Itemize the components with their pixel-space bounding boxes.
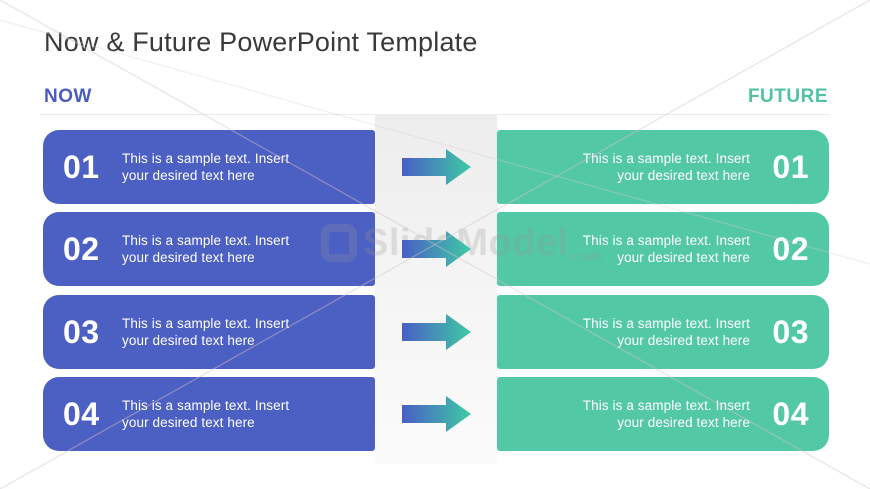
right-arrow-icon — [402, 149, 471, 185]
future-row-3-number: 03 — [772, 314, 809, 350]
text-line-1: This is a sample text. Insert — [122, 151, 290, 166]
slide-title: Now & Future PowerPoint Template — [44, 27, 478, 57]
text-line-1: This is a sample text. Insert — [582, 398, 750, 413]
text-line-1: This is a sample text. Insert — [122, 316, 290, 331]
future-row-2-number: 02 — [772, 231, 809, 267]
text-line-1: This is a sample text. Insert — [122, 398, 290, 413]
now-row-2-text: This is a sample text. Insert your desir… — [122, 232, 363, 266]
now-row-1-number: 01 — [63, 149, 100, 185]
text-line-1: This is a sample text. Insert — [582, 151, 750, 166]
now-row-4-text: This is a sample text. Insert your desir… — [122, 397, 363, 431]
text-line-2: your desired text here — [122, 415, 255, 430]
text-line-2: your desired text here — [617, 333, 750, 348]
now-row-1: 01 This is a sample text. Insert your de… — [43, 130, 375, 204]
text-line-2: your desired text here — [617, 415, 750, 430]
future-row-1-text: This is a sample text. Insert your desir… — [509, 150, 750, 184]
text-line-2: your desired text here — [122, 333, 255, 348]
now-row-1-text: This is a sample text. Insert your desir… — [122, 150, 363, 184]
text-line-1: This is a sample text. Insert — [582, 233, 750, 248]
now-row-2: 02 This is a sample text. Insert your de… — [43, 212, 375, 286]
now-row-4-number: 04 — [63, 396, 100, 432]
right-arrow-icon — [402, 231, 471, 267]
future-row-2: This is a sample text. Insert your desir… — [497, 212, 829, 286]
future-row-3: This is a sample text. Insert your desir… — [497, 295, 829, 369]
now-row-3-text: This is a sample text. Insert your desir… — [122, 315, 363, 349]
right-arrow-icon — [402, 396, 471, 432]
future-row-2-text: This is a sample text. Insert your desir… — [509, 232, 750, 266]
text-line-2: your desired text here — [617, 250, 750, 265]
text-line-1: This is a sample text. Insert — [122, 233, 290, 248]
text-line-2: your desired text here — [122, 168, 255, 183]
future-row-4: This is a sample text. Insert your desir… — [497, 377, 829, 451]
future-row-3-text: This is a sample text. Insert your desir… — [509, 315, 750, 349]
future-header-label: FUTURE — [747, 86, 828, 107]
text-line-2: your desired text here — [617, 168, 750, 183]
now-row-2-number: 02 — [63, 231, 100, 267]
future-row-4-number: 04 — [772, 396, 809, 432]
now-row-4: 04 This is a sample text. Insert your de… — [43, 377, 375, 451]
future-row-1-number: 01 — [772, 149, 809, 185]
now-row-3: 03 This is a sample text. Insert your de… — [43, 295, 375, 369]
text-line-1: This is a sample text. Insert — [582, 316, 750, 331]
future-row-1: This is a sample text. Insert your desir… — [497, 130, 829, 204]
text-line-2: your desired text here — [122, 250, 255, 265]
future-row-4-text: This is a sample text. Insert your desir… — [509, 397, 750, 431]
now-row-3-number: 03 — [63, 314, 100, 350]
right-arrow-icon — [402, 314, 471, 350]
now-header-label: NOW — [44, 86, 92, 107]
